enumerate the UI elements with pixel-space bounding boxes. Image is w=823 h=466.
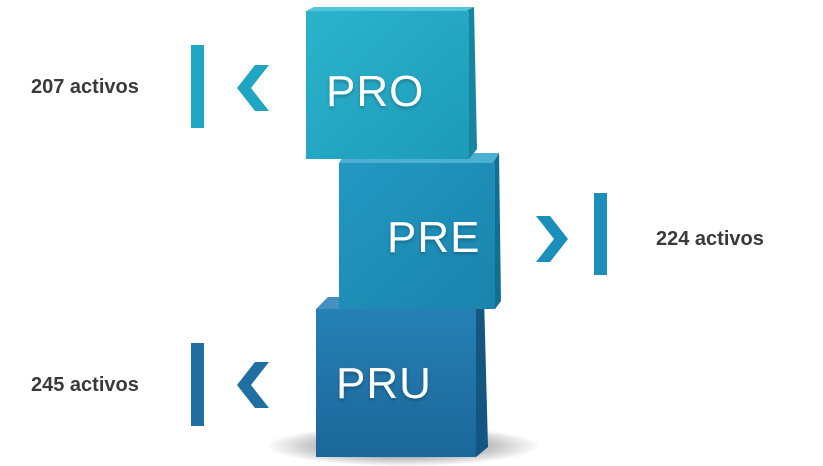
cube-pre: PRE — [339, 153, 509, 313]
count-label-pro: 207 activos — [31, 76, 139, 98]
cube-pro-top — [306, 7, 474, 11]
cube-pro: PRO — [306, 7, 491, 162]
cube-pro-front — [306, 11, 469, 159]
accent-bar-pru — [191, 343, 204, 426]
chevron-left-icon — [235, 65, 271, 111]
count-label-pre: 224 activos — [656, 228, 764, 250]
cube-pru-label: PRU — [336, 359, 432, 408]
cube-pru-front — [316, 309, 476, 457]
accent-bar-pro — [191, 45, 204, 128]
chevron-left-icon — [235, 362, 271, 408]
cube-pre-label: PRE — [387, 213, 481, 262]
chevron-right-icon — [534, 216, 570, 262]
cube-pru: PRU — [316, 297, 501, 457]
cube-pro-label: PRO — [326, 67, 425, 116]
count-label-pru: 245 activos — [31, 374, 139, 396]
accent-bar-pre — [594, 193, 607, 275]
cube-pre-front — [339, 163, 495, 309]
